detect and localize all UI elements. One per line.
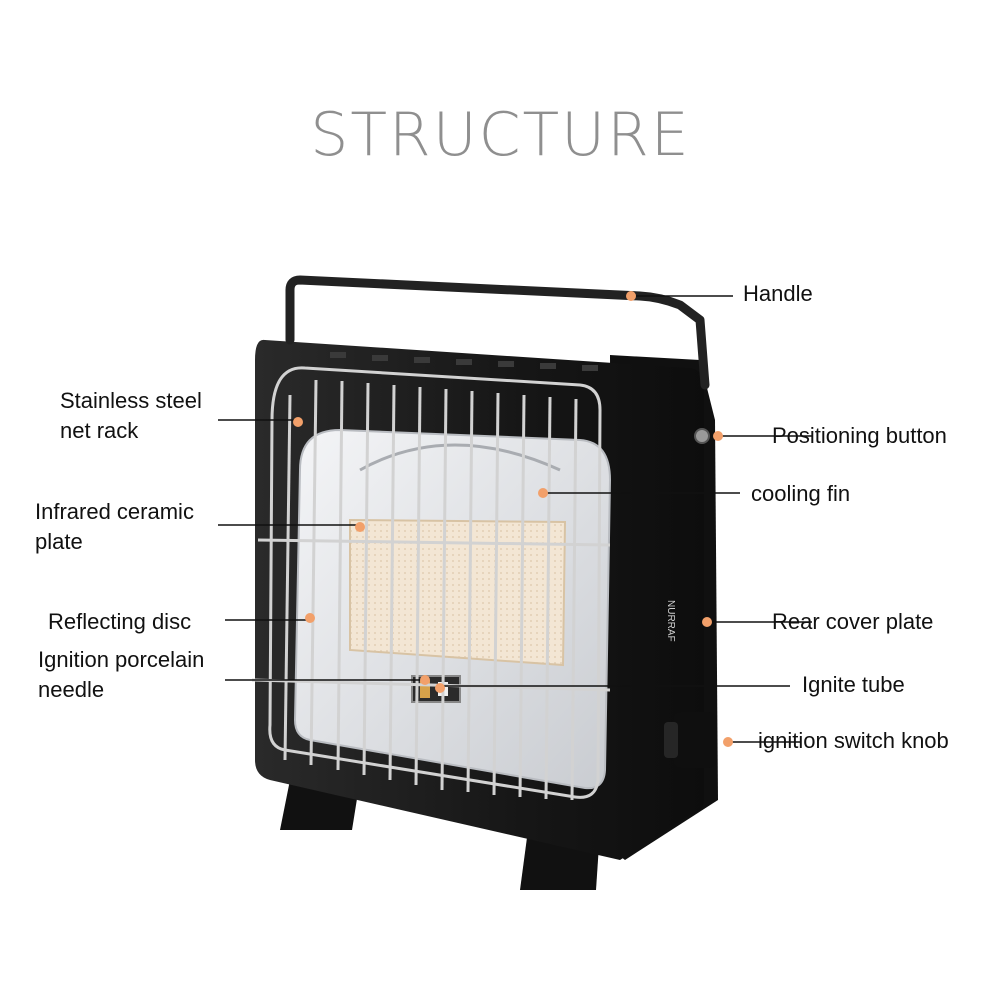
marker-dots (293, 291, 733, 747)
ignition-switch-knob (673, 712, 717, 768)
label-ignition-porcelain-needle: Ignition porcelain needle (38, 645, 204, 705)
cooling-fin-arch (359, 443, 561, 472)
brand-side-text: NURRAF (665, 600, 676, 642)
label-positioning-button: Positioning button (772, 423, 947, 448)
label-handle: Handle (743, 281, 813, 306)
ignite-tube-part (420, 680, 430, 698)
label-line: Infrared ceramic (35, 499, 194, 524)
label-ignite-tube: Ignite tube (802, 672, 905, 697)
label-cooling-fin: cooling fin (751, 481, 851, 506)
infrared-ceramic-plate (349, 518, 567, 667)
stainless-steel-net-rack (251, 366, 611, 801)
label-stainless-steel-net-rack: Stainless steel net rack (60, 386, 202, 446)
label-line: Ignition porcelain (38, 647, 205, 672)
leader-lines (218, 295, 812, 743)
label-line: net rack (60, 418, 139, 443)
label-line: plate (35, 529, 83, 554)
label-line: needle (38, 677, 105, 702)
label-infrared-ceramic-plate: Infrared ceramic plate (35, 497, 194, 557)
label-line: Stainless steel (60, 388, 202, 413)
label-reflecting-disc: Reflecting disc (48, 609, 192, 634)
top-vents (330, 352, 598, 371)
page-title: STRUCTURE (310, 100, 691, 170)
positioning-button (694, 428, 710, 444)
label-rear-cover-plate: Rear cover plate (772, 609, 934, 634)
label-ignition-switch-knob: ignition switch knob (758, 728, 949, 753)
